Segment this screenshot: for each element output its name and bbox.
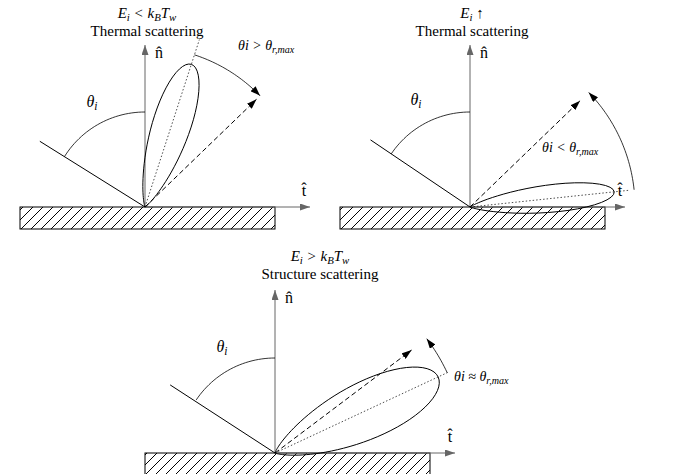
math-label: θi < θr,max — [542, 140, 598, 155]
math-label: θi — [216, 338, 227, 356]
normal-axis — [145, 45, 146, 207]
scattering-panel — [340, 45, 634, 229]
angle-arc — [64, 112, 145, 157]
scattering-panel — [20, 40, 310, 229]
tangent-axis — [145, 207, 310, 208]
panel-title: Ei < kBTw — [118, 5, 177, 22]
max-direction — [275, 350, 412, 453]
tangent-axis — [275, 453, 455, 454]
math-label: θi — [86, 93, 97, 111]
panel-title: Structure scattering — [261, 266, 378, 283]
normal-axis — [275, 290, 276, 453]
max-direction — [145, 99, 256, 207]
panel-title: Thermal scattering — [416, 23, 529, 40]
wall-surface — [145, 453, 430, 474]
wall-surface — [20, 207, 275, 229]
math-label: t̂ — [618, 182, 622, 200]
normal-axis — [470, 45, 471, 207]
math-label: t̂ — [448, 428, 452, 446]
lobe-axis — [470, 190, 629, 207]
panel-title: Thermal scattering — [91, 23, 204, 40]
scattering-lobe — [470, 183, 614, 213]
math-label: n̂ — [480, 44, 488, 62]
incident-ray — [371, 140, 470, 207]
math-label: θi > θr,max — [238, 38, 294, 53]
panel-title: Ei > kBTw — [291, 248, 350, 265]
deviation-arc — [194, 55, 260, 96]
scattering-panel — [145, 290, 455, 474]
incident-ray — [40, 141, 145, 207]
incident-ray — [170, 385, 275, 453]
scattering-lobe — [275, 367, 439, 455]
lobe-axis — [275, 372, 449, 453]
math-label: n̂ — [155, 44, 163, 62]
math-label: θi — [410, 91, 421, 109]
scattering-lobe — [143, 64, 199, 207]
angle-arc — [391, 112, 470, 154]
max-direction — [470, 101, 580, 207]
deviation-arc — [589, 92, 634, 189]
tangent-axis — [470, 207, 625, 208]
deviation-arc — [427, 339, 447, 373]
math-label: θi ≈ θr,max — [454, 369, 508, 384]
panel-title: Ei ↑ — [460, 5, 483, 22]
lobe-axis — [145, 40, 199, 207]
angle-arc — [196, 358, 275, 400]
math-label: n̂ — [285, 289, 293, 307]
math-label: t̂ — [302, 182, 306, 200]
